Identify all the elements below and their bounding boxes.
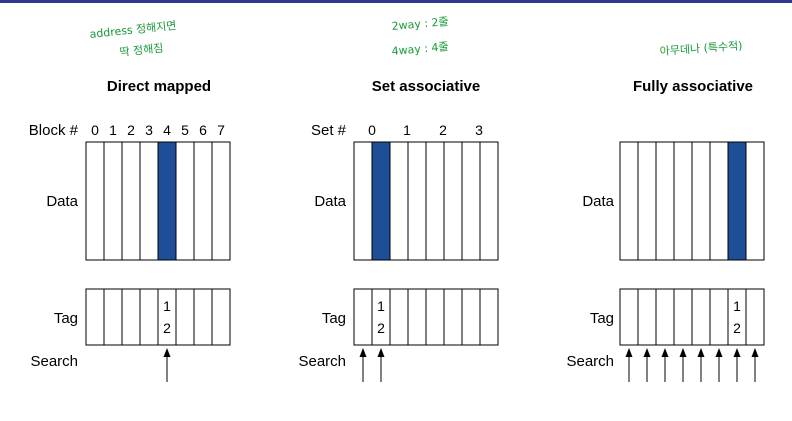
search-arrow-icon xyxy=(715,348,723,357)
block-number-1: 1 xyxy=(109,122,117,138)
search-arrow-icon xyxy=(733,348,741,357)
search-label-fully: Search xyxy=(566,353,614,370)
annotation-direct-line1: address 정해지면 xyxy=(89,18,177,41)
block-number-5: 5 xyxy=(181,122,189,138)
tag-value-2: 2 xyxy=(733,320,741,336)
tag-label-direct: Tag xyxy=(54,310,78,327)
tag-value-1: 1 xyxy=(163,298,171,314)
set-number-label: Set # xyxy=(311,122,347,139)
tag-value-2: 2 xyxy=(377,320,385,336)
block-number-label: Block # xyxy=(29,122,79,139)
data-array-set xyxy=(353,141,499,261)
search-arrow-icon xyxy=(643,348,651,357)
tag-array-fully: 1 2 xyxy=(619,288,765,346)
block-number-6: 6 xyxy=(199,122,207,138)
set-number-1: 1 xyxy=(403,122,411,138)
search-arrow-icon xyxy=(661,348,669,357)
tag-array-set: 1 2 xyxy=(353,288,499,346)
set-numbers: 0 1 2 3 xyxy=(368,122,483,138)
panel-title-direct-mapped: Direct mapped xyxy=(107,78,211,95)
panel-set-associative: Set associative Set # 0 1 2 3 Data xyxy=(298,78,499,382)
annotation-set-line1: 2way : 2줄 xyxy=(391,15,449,33)
data-label-direct: Data xyxy=(46,193,78,210)
data-array-fully xyxy=(619,141,765,261)
panel-title-fully-associative: Fully associative xyxy=(633,78,753,95)
annotation-fully-line1: 아무데나 (특수적) xyxy=(659,39,743,58)
block-number-2: 2 xyxy=(127,122,135,138)
search-arrows-set xyxy=(359,348,385,382)
panel-title-set-associative: Set associative xyxy=(372,78,480,95)
set-number-3: 3 xyxy=(475,122,483,138)
search-arrow-icon xyxy=(377,348,385,357)
panel-direct-mapped: Direct mapped Block # 0 1 2 3 4 5 6 7 Da… xyxy=(29,78,231,382)
data-label-fully: Data xyxy=(582,193,614,210)
top-accent-bar xyxy=(0,0,792,3)
tag-array-direct: 1 2 xyxy=(85,288,231,346)
set-number-0: 0 xyxy=(368,122,376,138)
search-arrow-icon xyxy=(625,348,633,357)
tag-label-set: Tag xyxy=(322,310,346,327)
search-arrow-icon xyxy=(359,348,367,357)
annotation-set-line2: 4way : 4줄 xyxy=(391,40,449,58)
data-label-set: Data xyxy=(314,193,346,210)
tag-value-2: 2 xyxy=(163,320,171,336)
block-number-0: 0 xyxy=(91,122,99,138)
search-label-set: Search xyxy=(298,353,346,370)
data-array-direct xyxy=(85,141,231,261)
search-arrow-icon xyxy=(163,348,171,357)
tag-value-1: 1 xyxy=(733,298,741,314)
highlighted-data-block xyxy=(372,142,390,260)
search-arrows-direct xyxy=(163,348,171,382)
panel-fully-associative: Fully associative Data 1 2 Tag Sear xyxy=(566,78,765,382)
annotation-direct-line2: 딱 정해짐 xyxy=(119,40,164,59)
search-arrow-icon xyxy=(679,348,687,357)
highlighted-data-block xyxy=(728,142,746,260)
tag-value-1: 1 xyxy=(377,298,385,314)
tag-label-fully: Tag xyxy=(590,310,614,327)
block-numbers: 0 1 2 3 4 5 6 7 xyxy=(91,122,225,138)
search-arrow-icon xyxy=(751,348,759,357)
block-number-4: 4 xyxy=(163,122,171,138)
block-number-3: 3 xyxy=(145,122,153,138)
search-arrow-icon xyxy=(697,348,705,357)
set-number-2: 2 xyxy=(439,122,447,138)
search-arrows-fully xyxy=(625,348,759,382)
highlighted-data-block xyxy=(158,142,176,260)
search-label-direct: Search xyxy=(30,353,78,370)
block-number-7: 7 xyxy=(217,122,225,138)
